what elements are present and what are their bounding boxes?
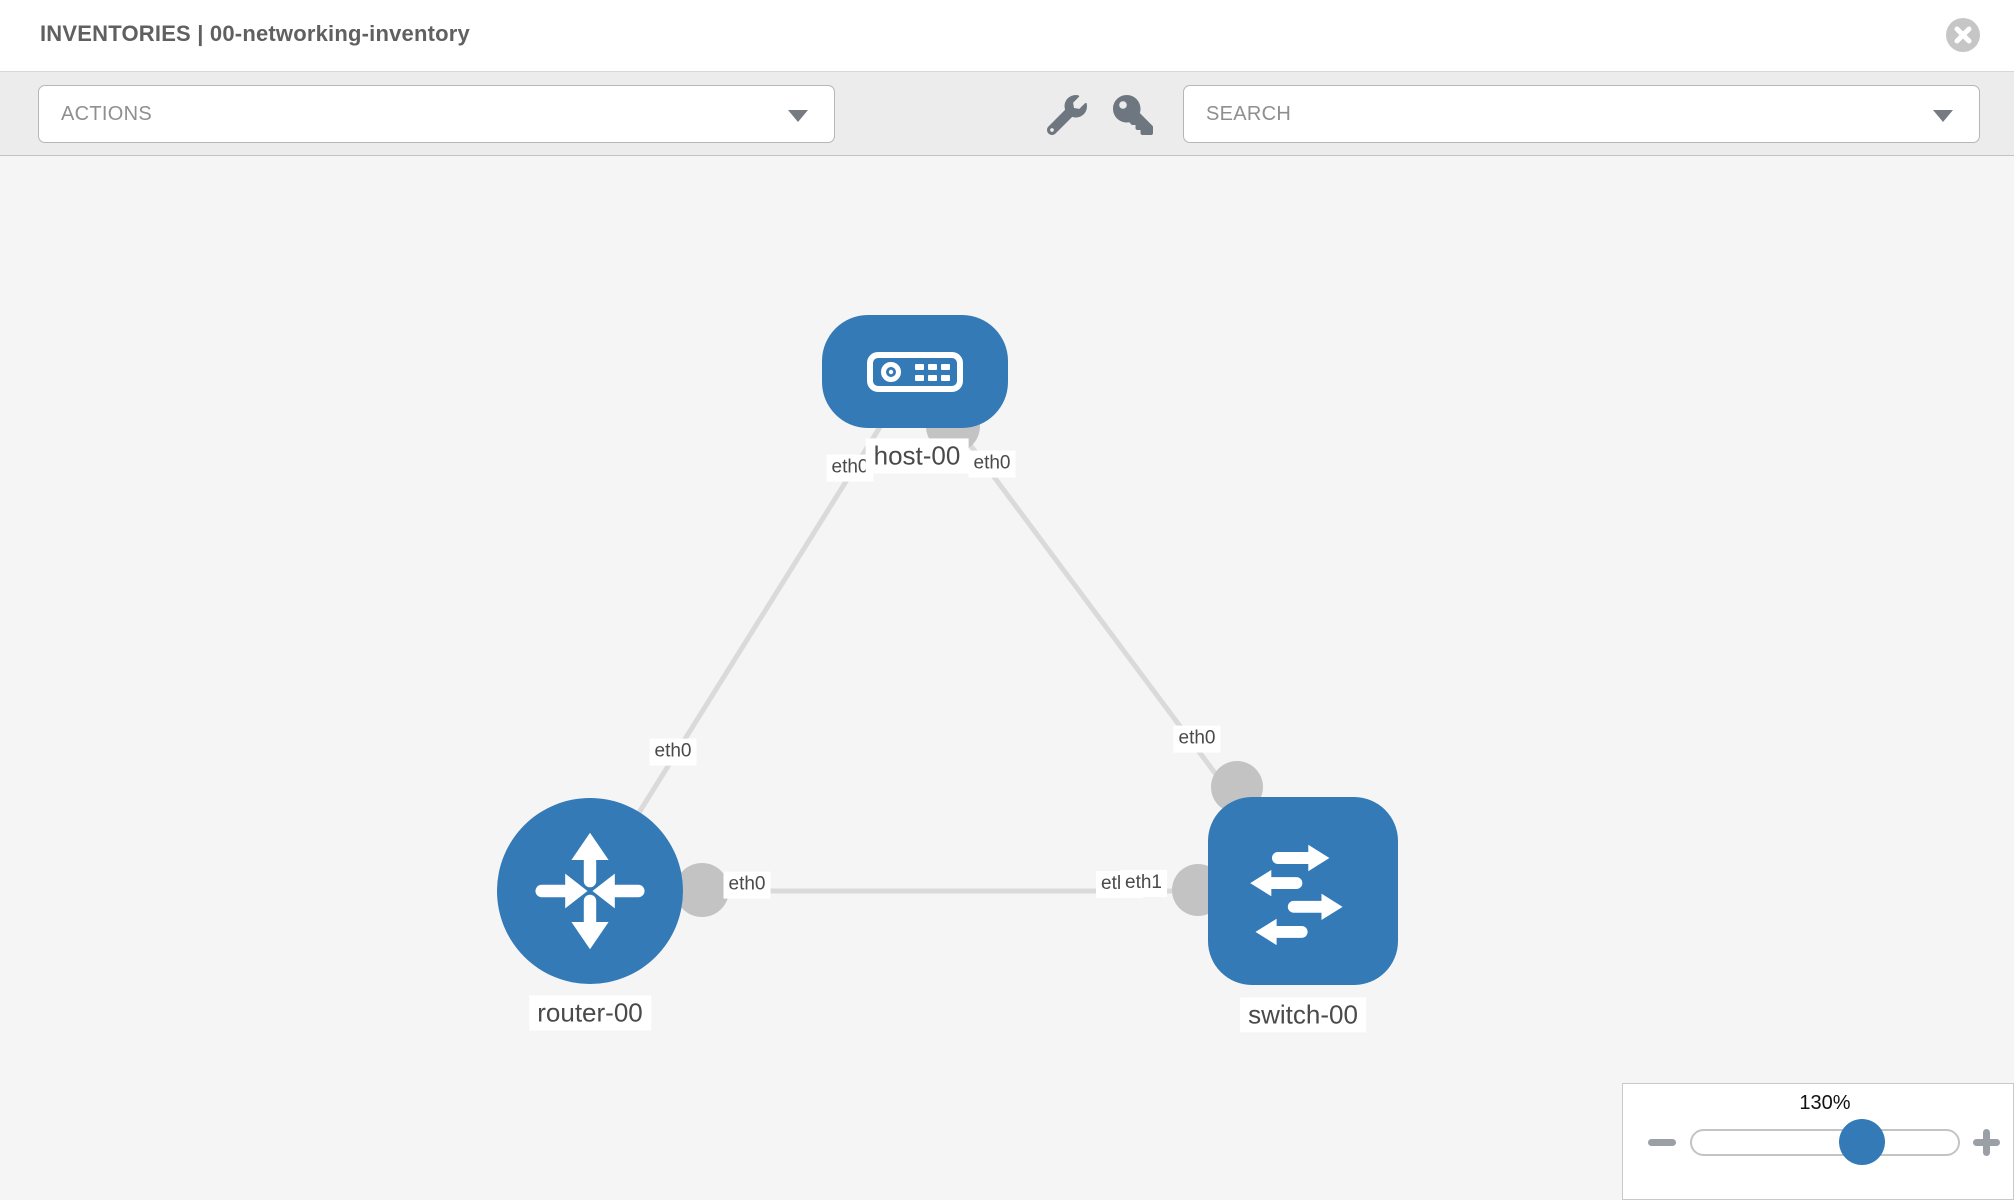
wrench-icon	[1046, 95, 1087, 136]
node-label-host: host-00	[865, 438, 969, 474]
close-icon	[1954, 26, 1972, 44]
actions-dropdown-label: ACTIONS	[61, 102, 152, 125]
iface-label: eth0	[723, 871, 771, 899]
chevron-down-icon	[788, 110, 808, 122]
configure-tools-button[interactable]	[1046, 95, 1087, 136]
zoom-level-value: 130%	[1799, 1092, 1851, 1114]
credentials-button[interactable]	[1113, 95, 1153, 135]
iface-label: eth0	[968, 450, 1016, 478]
actions-dropdown[interactable]: ACTIONS	[38, 85, 835, 143]
search-dropdown-label: SEARCH	[1206, 102, 1292, 125]
host-icon	[867, 351, 963, 392]
router-icon	[535, 832, 645, 950]
chevron-down-icon	[1933, 110, 1953, 122]
zoom-slider-track[interactable]	[1690, 1129, 1960, 1156]
toolbar: ACTIONS SEARCH	[0, 72, 2014, 156]
zoom-out-icon[interactable]	[1648, 1139, 1676, 1146]
switch-icon	[1250, 844, 1343, 946]
node-host-00[interactable]	[822, 315, 1008, 428]
zoom-slider-thumb[interactable]	[1839, 1119, 1885, 1165]
iface-label: eth1	[1120, 870, 1167, 897]
node-router-00[interactable]	[497, 798, 683, 984]
iface-label: eth0	[1173, 725, 1221, 753]
page-title: INVENTORIES | 00-networking-inventory	[40, 21, 470, 46]
close-button[interactable]	[1946, 18, 1980, 52]
key-icon	[1113, 95, 1153, 135]
node-label-router: router-00	[529, 995, 651, 1031]
search-dropdown[interactable]: SEARCH	[1183, 85, 1980, 143]
iface-label: eth0	[649, 738, 697, 766]
interface-dot-router[interactable]	[675, 863, 729, 917]
zoom-in-icon[interactable]	[1983, 1129, 1990, 1156]
node-label-switch: switch-00	[1240, 997, 1366, 1033]
node-switch-00[interactable]	[1208, 797, 1398, 985]
header-bar: INVENTORIES | 00-networking-inventory	[0, 0, 2014, 72]
